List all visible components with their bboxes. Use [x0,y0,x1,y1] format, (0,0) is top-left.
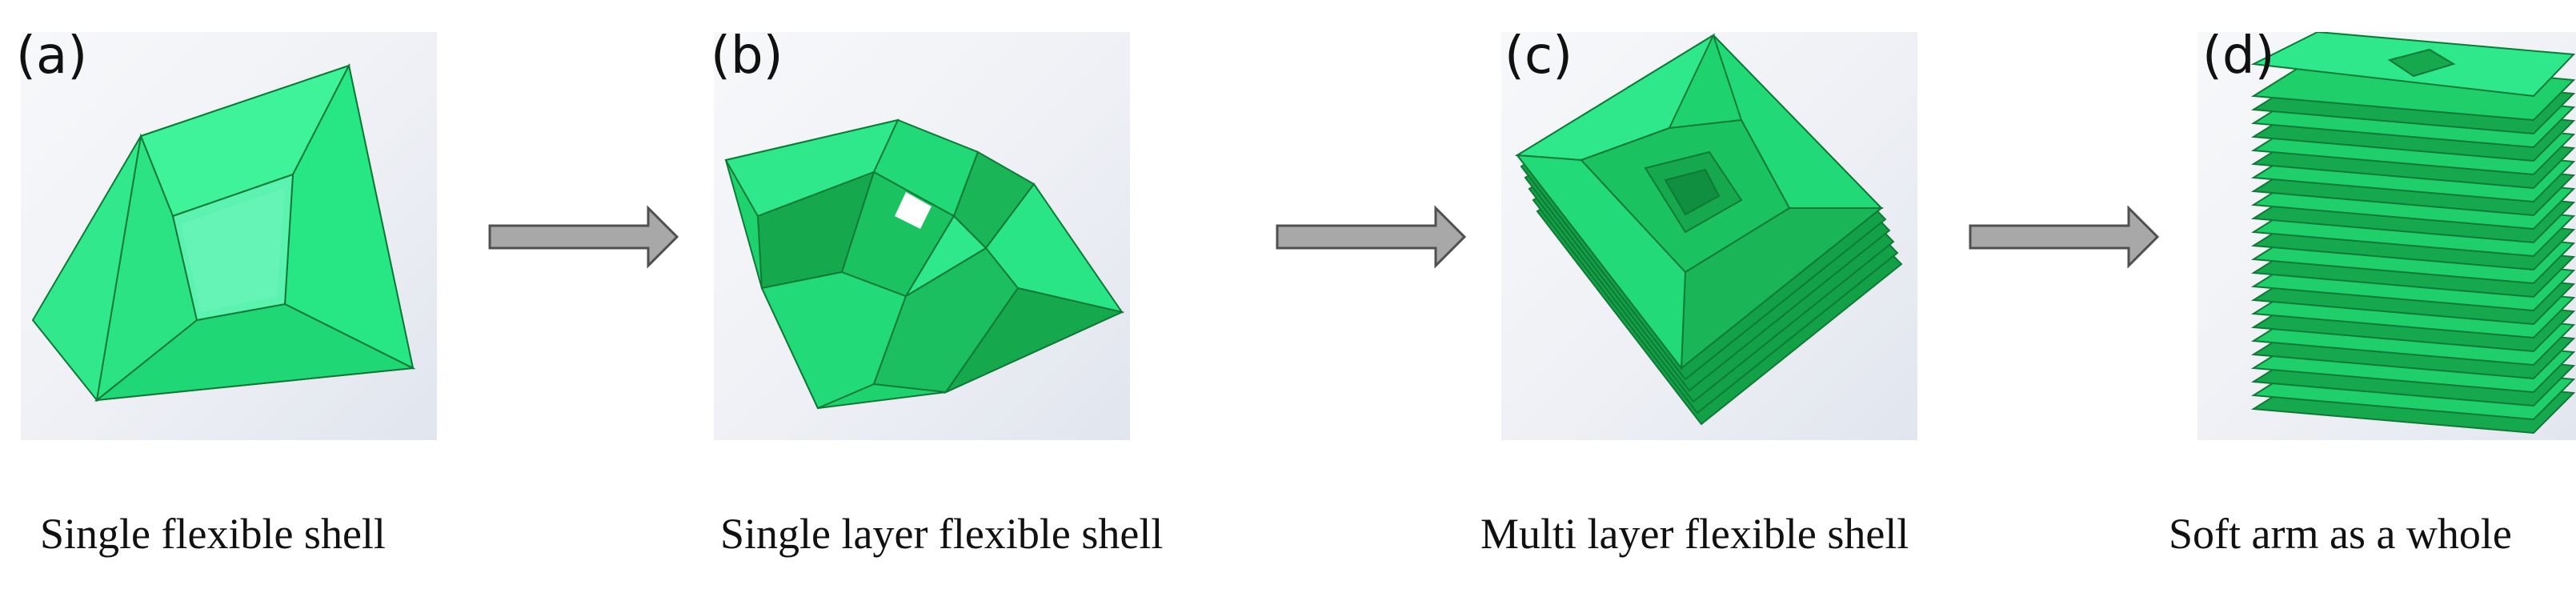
multi-layer-render [1514,33,1903,426]
caption-single-flexible-shell: Single flexible shell [40,510,386,558]
caption-multi-layer-flexible-shell: Multi layer flexible shell [1480,510,1909,558]
caption-soft-arm-as-a-whole: Soft arm as a whole [2169,510,2512,558]
arm-center-hole [2387,48,2456,78]
caption-single-layer-flexible-shell: Single layer flexible shell [720,510,1164,558]
right-arrow-icon [1969,205,2160,269]
panel-label-b: (b) [711,26,783,86]
panel-label-d: (d) [2202,26,2275,86]
panel-single-layer-flexible-shell [714,32,1130,440]
right-arrow-icon [488,205,679,269]
panel-soft-arm-as-a-whole [2197,32,2576,440]
single-layer-render [724,118,1125,410]
single-shell-render [31,63,416,403]
panel-multi-layer-flexible-shell [1501,32,1917,440]
right-arrow-icon [1276,205,1467,269]
panel-label-a: (a) [16,26,88,86]
panel-single-flexible-shell [21,32,437,440]
soft-arm-render [2250,32,2576,435]
panel-label-c: (c) [1504,26,1573,86]
